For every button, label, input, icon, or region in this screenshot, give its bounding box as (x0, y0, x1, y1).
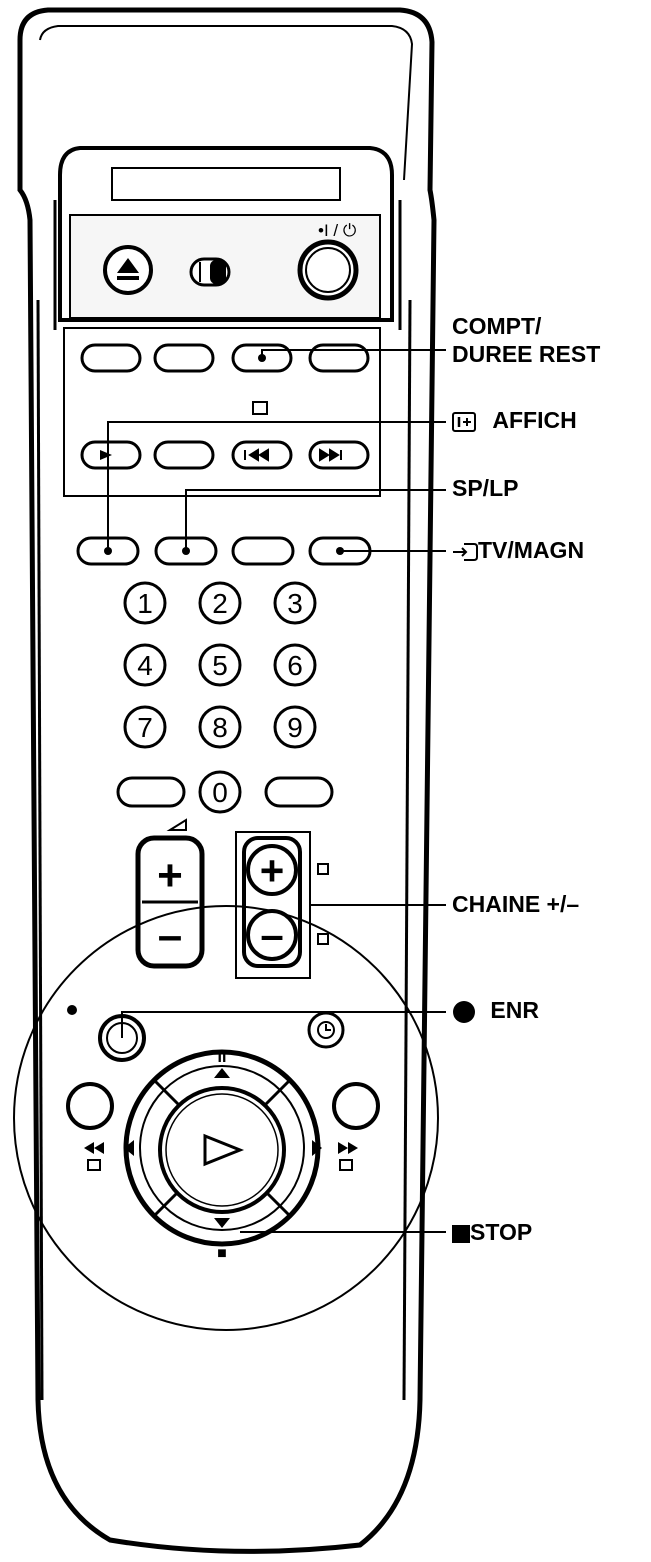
volume-rocker[interactable]: + – (135, 818, 205, 969)
eject-button[interactable] (103, 245, 153, 295)
svg-text:7: 7 (137, 712, 153, 743)
svg-text:0: 0 (212, 777, 228, 808)
key-6[interactable]: 6 (273, 643, 317, 687)
leader-lines (107, 349, 446, 1233)
key-7[interactable]: 7 (123, 705, 167, 749)
stop-square-icon (452, 1224, 470, 1243)
rewind-icon (84, 1142, 104, 1154)
left-oval-button[interactable] (116, 776, 186, 808)
key-4[interactable]: 4 (123, 643, 167, 687)
function-row-1 (80, 343, 370, 373)
counter-callout-line1: COMPT/ (452, 313, 542, 339)
function-button-2[interactable] (153, 343, 215, 373)
channel-minus-label: – (260, 911, 283, 958)
right-round-button[interactable] (332, 1082, 380, 1130)
channel-plus-label: + (260, 847, 285, 894)
display-callout: AFFICH (452, 406, 577, 434)
pause-symbol: II (218, 1049, 227, 1066)
number-keypad: 1 2 3 4 5 6 7 8 9 0 (123, 581, 317, 814)
right-oval-button[interactable] (264, 776, 334, 808)
counter-callout-line2: DUREE REST (452, 341, 601, 367)
function-button-4[interactable] (308, 343, 370, 373)
mode-switch[interactable] (189, 257, 231, 287)
svg-text:6: 6 (287, 650, 303, 681)
right-arrow-icon (312, 1140, 322, 1156)
display-callout-label: AFFICH (492, 407, 577, 433)
svg-text:4: 4 (137, 650, 153, 681)
stop-callout: STOP (452, 1218, 532, 1246)
svg-text:5: 5 (212, 650, 228, 681)
key-9[interactable]: 9 (273, 705, 317, 749)
input-arrow-icon (453, 542, 478, 561)
volume-plus-label: + (157, 851, 183, 900)
tv-video-callout-label: TV/MAGN (478, 537, 585, 563)
function-button-6[interactable] (153, 440, 215, 470)
play-button[interactable] (158, 1086, 286, 1214)
svg-text:1: 1 (137, 588, 153, 619)
channel-callout: CHAINE +/– (452, 891, 580, 917)
svg-text:8: 8 (212, 712, 228, 743)
timer-button[interactable] (307, 1011, 345, 1049)
power-button[interactable]: •I / ⏻ (297, 221, 359, 301)
record-callout: ENR (452, 996, 539, 1024)
stop-callout-label: STOP (470, 1219, 533, 1245)
svg-text:3: 3 (287, 588, 303, 619)
key-1[interactable]: 1 (123, 581, 167, 625)
power-label: •I / ⏻ (318, 221, 357, 240)
middle-button-row (76, 536, 372, 566)
svg-text:9: 9 (287, 712, 303, 743)
info-plus-icon (452, 411, 476, 432)
key-3[interactable]: 3 (273, 581, 317, 625)
left-round-button[interactable] (66, 1082, 114, 1130)
record-dot-icon (453, 1000, 475, 1023)
fast-forward-icon (338, 1142, 358, 1154)
sp-lp-callout: SP/LP (452, 475, 519, 501)
leader-sp-lp (185, 489, 446, 551)
leader-counter (261, 349, 446, 358)
key-8[interactable]: 8 (198, 705, 242, 749)
key-2[interactable]: 2 (198, 581, 242, 625)
function-button-middle[interactable] (231, 536, 295, 566)
left-arrow-icon (124, 1140, 134, 1156)
svg-text:2: 2 (212, 588, 228, 619)
volume-minus-label: – (158, 911, 182, 960)
leader-record (121, 1011, 446, 1038)
tv-video-callout: TV/MAGN (452, 536, 584, 564)
stop-symbol: ■ (217, 1245, 227, 1262)
key-5[interactable]: 5 (198, 643, 242, 687)
function-button-1[interactable] (80, 343, 142, 373)
counter-callout: COMPT/ DUREE REST (452, 312, 600, 368)
transport-ring (13, 905, 439, 1331)
key-0[interactable]: 0 (198, 770, 242, 814)
record-callout-label: ENR (490, 997, 539, 1023)
down-arrow-icon (214, 1218, 230, 1228)
leader-display (107, 421, 446, 551)
up-arrow-icon (214, 1068, 230, 1078)
